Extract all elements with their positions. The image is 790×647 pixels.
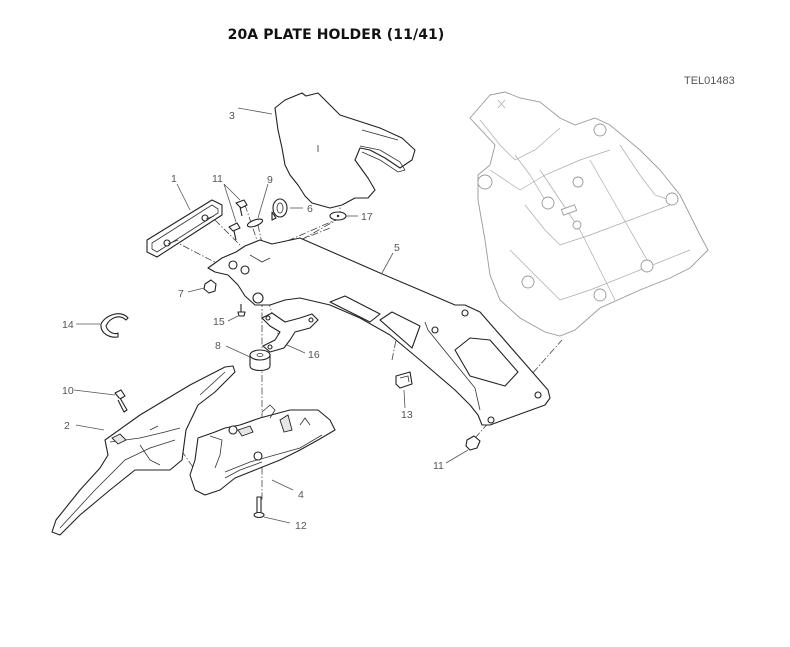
callout-1: 1	[171, 173, 177, 185]
callout-7: 7	[178, 288, 184, 300]
part-11-screw-top[interactable]	[228, 199, 248, 241]
part-11-screw-lower[interactable]	[465, 435, 481, 451]
diagram-title: 20A PLATE HOLDER (11/41)	[227, 27, 445, 43]
part-6-fastener[interactable]	[271, 198, 288, 221]
part-4-plate-holder-cover[interactable]	[189, 404, 336, 496]
part-1-reflector[interactable]	[146, 199, 223, 258]
part-2-number-plate-bracket[interactable]	[51, 365, 236, 536]
callout-5: 5	[394, 242, 400, 254]
callout-13: 13	[401, 409, 413, 421]
part-5-plate-holder-support[interactable]	[207, 237, 551, 426]
callout-16: 16	[308, 349, 320, 361]
part-7-nut[interactable]	[203, 279, 217, 294]
part-9-washer[interactable]	[246, 217, 264, 228]
callout-2: 2	[64, 420, 70, 432]
callout-12: 12	[295, 520, 307, 532]
part-17-washer[interactable]	[329, 211, 347, 221]
part-8-rubber-bushing[interactable]	[249, 349, 271, 372]
callout-8: 8	[215, 340, 221, 352]
leader-lines	[73, 107, 469, 524]
drawing-code: TEL01483	[684, 75, 735, 87]
rear-subframe	[469, 91, 709, 337]
part-3-cover[interactable]	[274, 92, 416, 209]
part-16-bracket[interactable]	[261, 312, 319, 353]
callout-11-top: 11	[212, 173, 223, 185]
callout-17: 17	[361, 211, 373, 223]
callout-11-lower: 11	[433, 460, 444, 472]
callout-6: 6	[307, 203, 313, 215]
part-14-cable-clip[interactable]	[100, 313, 129, 338]
callout-9: 9	[267, 174, 273, 186]
part-10-screw[interactable]	[114, 389, 128, 413]
callout-4: 4	[298, 489, 304, 501]
part-13-clip-nut[interactable]	[395, 371, 413, 389]
callout-14: 14	[62, 319, 74, 331]
callout-15: 15	[213, 316, 225, 328]
callout-3: 3	[229, 110, 235, 122]
part-15-screw[interactable]	[237, 304, 246, 317]
part-12-screw[interactable]	[253, 496, 265, 519]
callout-10: 10	[62, 385, 74, 397]
callout-labels: 1 2 3 4 5 6 7 8 9 10 11 11 12 13 14 15 1…	[62, 110, 444, 532]
